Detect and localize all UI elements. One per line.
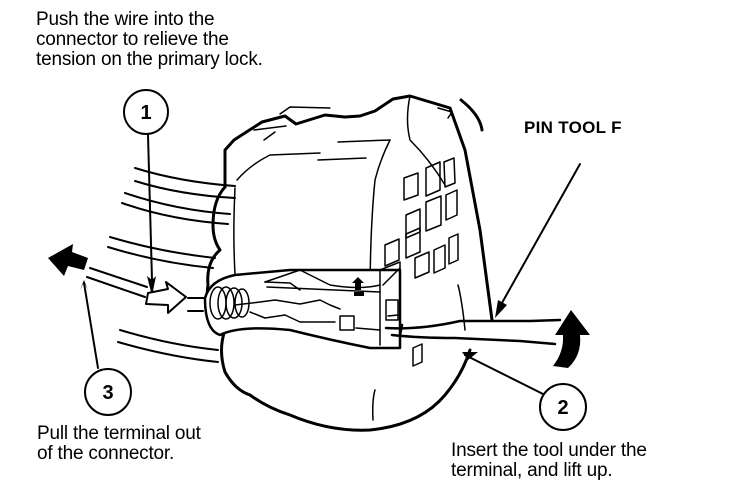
leader-arrowhead-tool xyxy=(495,300,507,318)
callout-1-number: 1 xyxy=(140,102,151,124)
callout-3-number: 3 xyxy=(102,382,113,404)
leader-arrowhead-1 xyxy=(147,276,156,296)
callout-2-number: 2 xyxy=(557,397,568,419)
wire-seal xyxy=(209,286,250,320)
callout-2 xyxy=(539,383,587,431)
step-2-instruction: Insert the tool under the terminal, and … xyxy=(451,440,647,481)
terminal xyxy=(203,268,402,350)
pin-tool xyxy=(384,318,562,346)
pin-tool-label: PIN TOOL F xyxy=(524,118,622,137)
terminal-cavities xyxy=(384,157,459,367)
callout-1 xyxy=(123,89,169,135)
lift-arrow-icon xyxy=(553,310,590,368)
step-3-instruction: Pull the terminal out of the connector. xyxy=(37,423,201,464)
push-arrow-icon xyxy=(145,281,187,314)
lock-tab xyxy=(354,292,364,296)
leader-arrowhead-2 xyxy=(462,352,478,360)
release-up-arrow-icon xyxy=(352,277,364,290)
wire-bundle xyxy=(86,167,236,363)
leader-arrowhead-3 xyxy=(80,280,88,290)
callout-3 xyxy=(84,368,132,416)
step-1-instruction: Push the wire into the connector to reli… xyxy=(36,9,263,70)
pull-arrow-icon xyxy=(48,244,88,276)
